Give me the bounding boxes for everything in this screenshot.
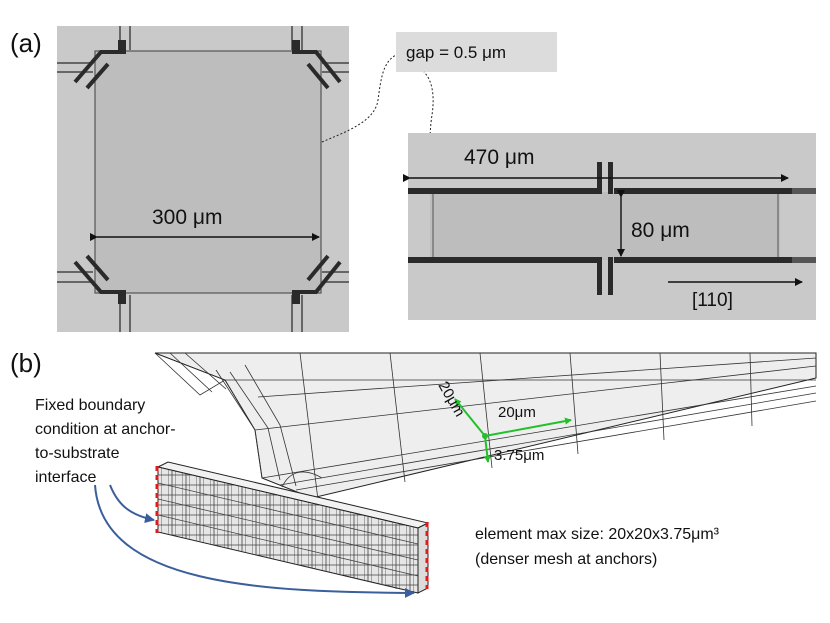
plate-mesh <box>154 352 817 501</box>
anchor-beam-mesh <box>155 461 430 594</box>
element-size-label: element max size: 20x20x3.75μm³ <box>475 526 720 543</box>
mesh-note: (denser mesh at anchors) <box>475 551 657 568</box>
gap-callout-label: gap = 0.5 μm <box>406 43 506 62</box>
pointer-arrow-left-anchor <box>109 484 155 524</box>
width-label: 300 μm <box>152 206 222 229</box>
boundary-label-line-2: condition at anchor- <box>35 421 176 438</box>
boundary-label-line-3: to-substrate <box>35 445 120 462</box>
pointer-arrow-right-anchor <box>94 484 415 598</box>
boundary-label-line-4: interface <box>35 469 96 486</box>
crystal-direction-label: [110] <box>692 290 733 311</box>
beam-micrograph: 470 μm 80 μm [110] <box>403 133 816 320</box>
gap-callout-leader <box>321 54 397 143</box>
gap-callout-box <box>396 32 557 72</box>
mesh-dim-horizontal-label: 20μm <box>498 404 536 421</box>
mesh-dim-thickness-label: 3.75μm <box>494 447 544 464</box>
panel-a-label: (a) <box>10 28 42 58</box>
plate-micrograph: 300 μm <box>57 26 349 332</box>
beam-length-label: 470 μm <box>464 146 534 169</box>
corner-anchor-bottom-left <box>73 254 126 304</box>
boundary-label-line-1: Fixed boundary <box>35 397 145 414</box>
corner-anchor-bottom-right <box>292 254 342 304</box>
corner-anchor-top-right <box>292 40 342 90</box>
panel-b-label: (b) <box>10 348 42 378</box>
beam-width-label: 80 μm <box>631 219 690 242</box>
corner-anchor-top-left <box>73 40 126 90</box>
mesh-dimensions <box>454 398 572 463</box>
